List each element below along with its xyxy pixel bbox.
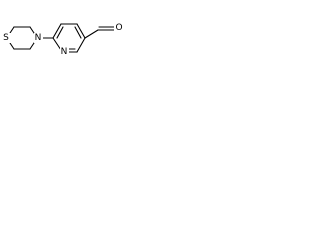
thiomorpholine-nitrogen-label: N <box>35 33 42 43</box>
thiomorpholine-ring <box>7 26 37 50</box>
aldehyde-group <box>84 26 115 39</box>
bond-c2-c3 <box>52 23 62 39</box>
label-bg-o <box>114 23 124 33</box>
bond-c4-c5 <box>76 23 86 39</box>
bond-c5-c6 <box>76 37 86 53</box>
bond-n-c2 <box>52 37 62 51</box>
label-bg-n2 <box>60 47 69 57</box>
chemical-structure-diagram: S N N O <box>2 23 124 57</box>
label-bg-s <box>2 33 11 43</box>
oxygen-label: O <box>115 23 122 33</box>
bond-c4-cho <box>84 29 99 39</box>
sulfur-label: S <box>3 33 9 43</box>
atom-labels: S N N O <box>2 23 124 57</box>
bond-c4-c5-inner <box>74 26 82 39</box>
label-bg-n1 <box>34 33 43 43</box>
pyridine-ring <box>52 23 86 53</box>
pyridine-nitrogen-label: N <box>61 47 68 57</box>
bond-c2-c3-inner <box>56 26 64 39</box>
